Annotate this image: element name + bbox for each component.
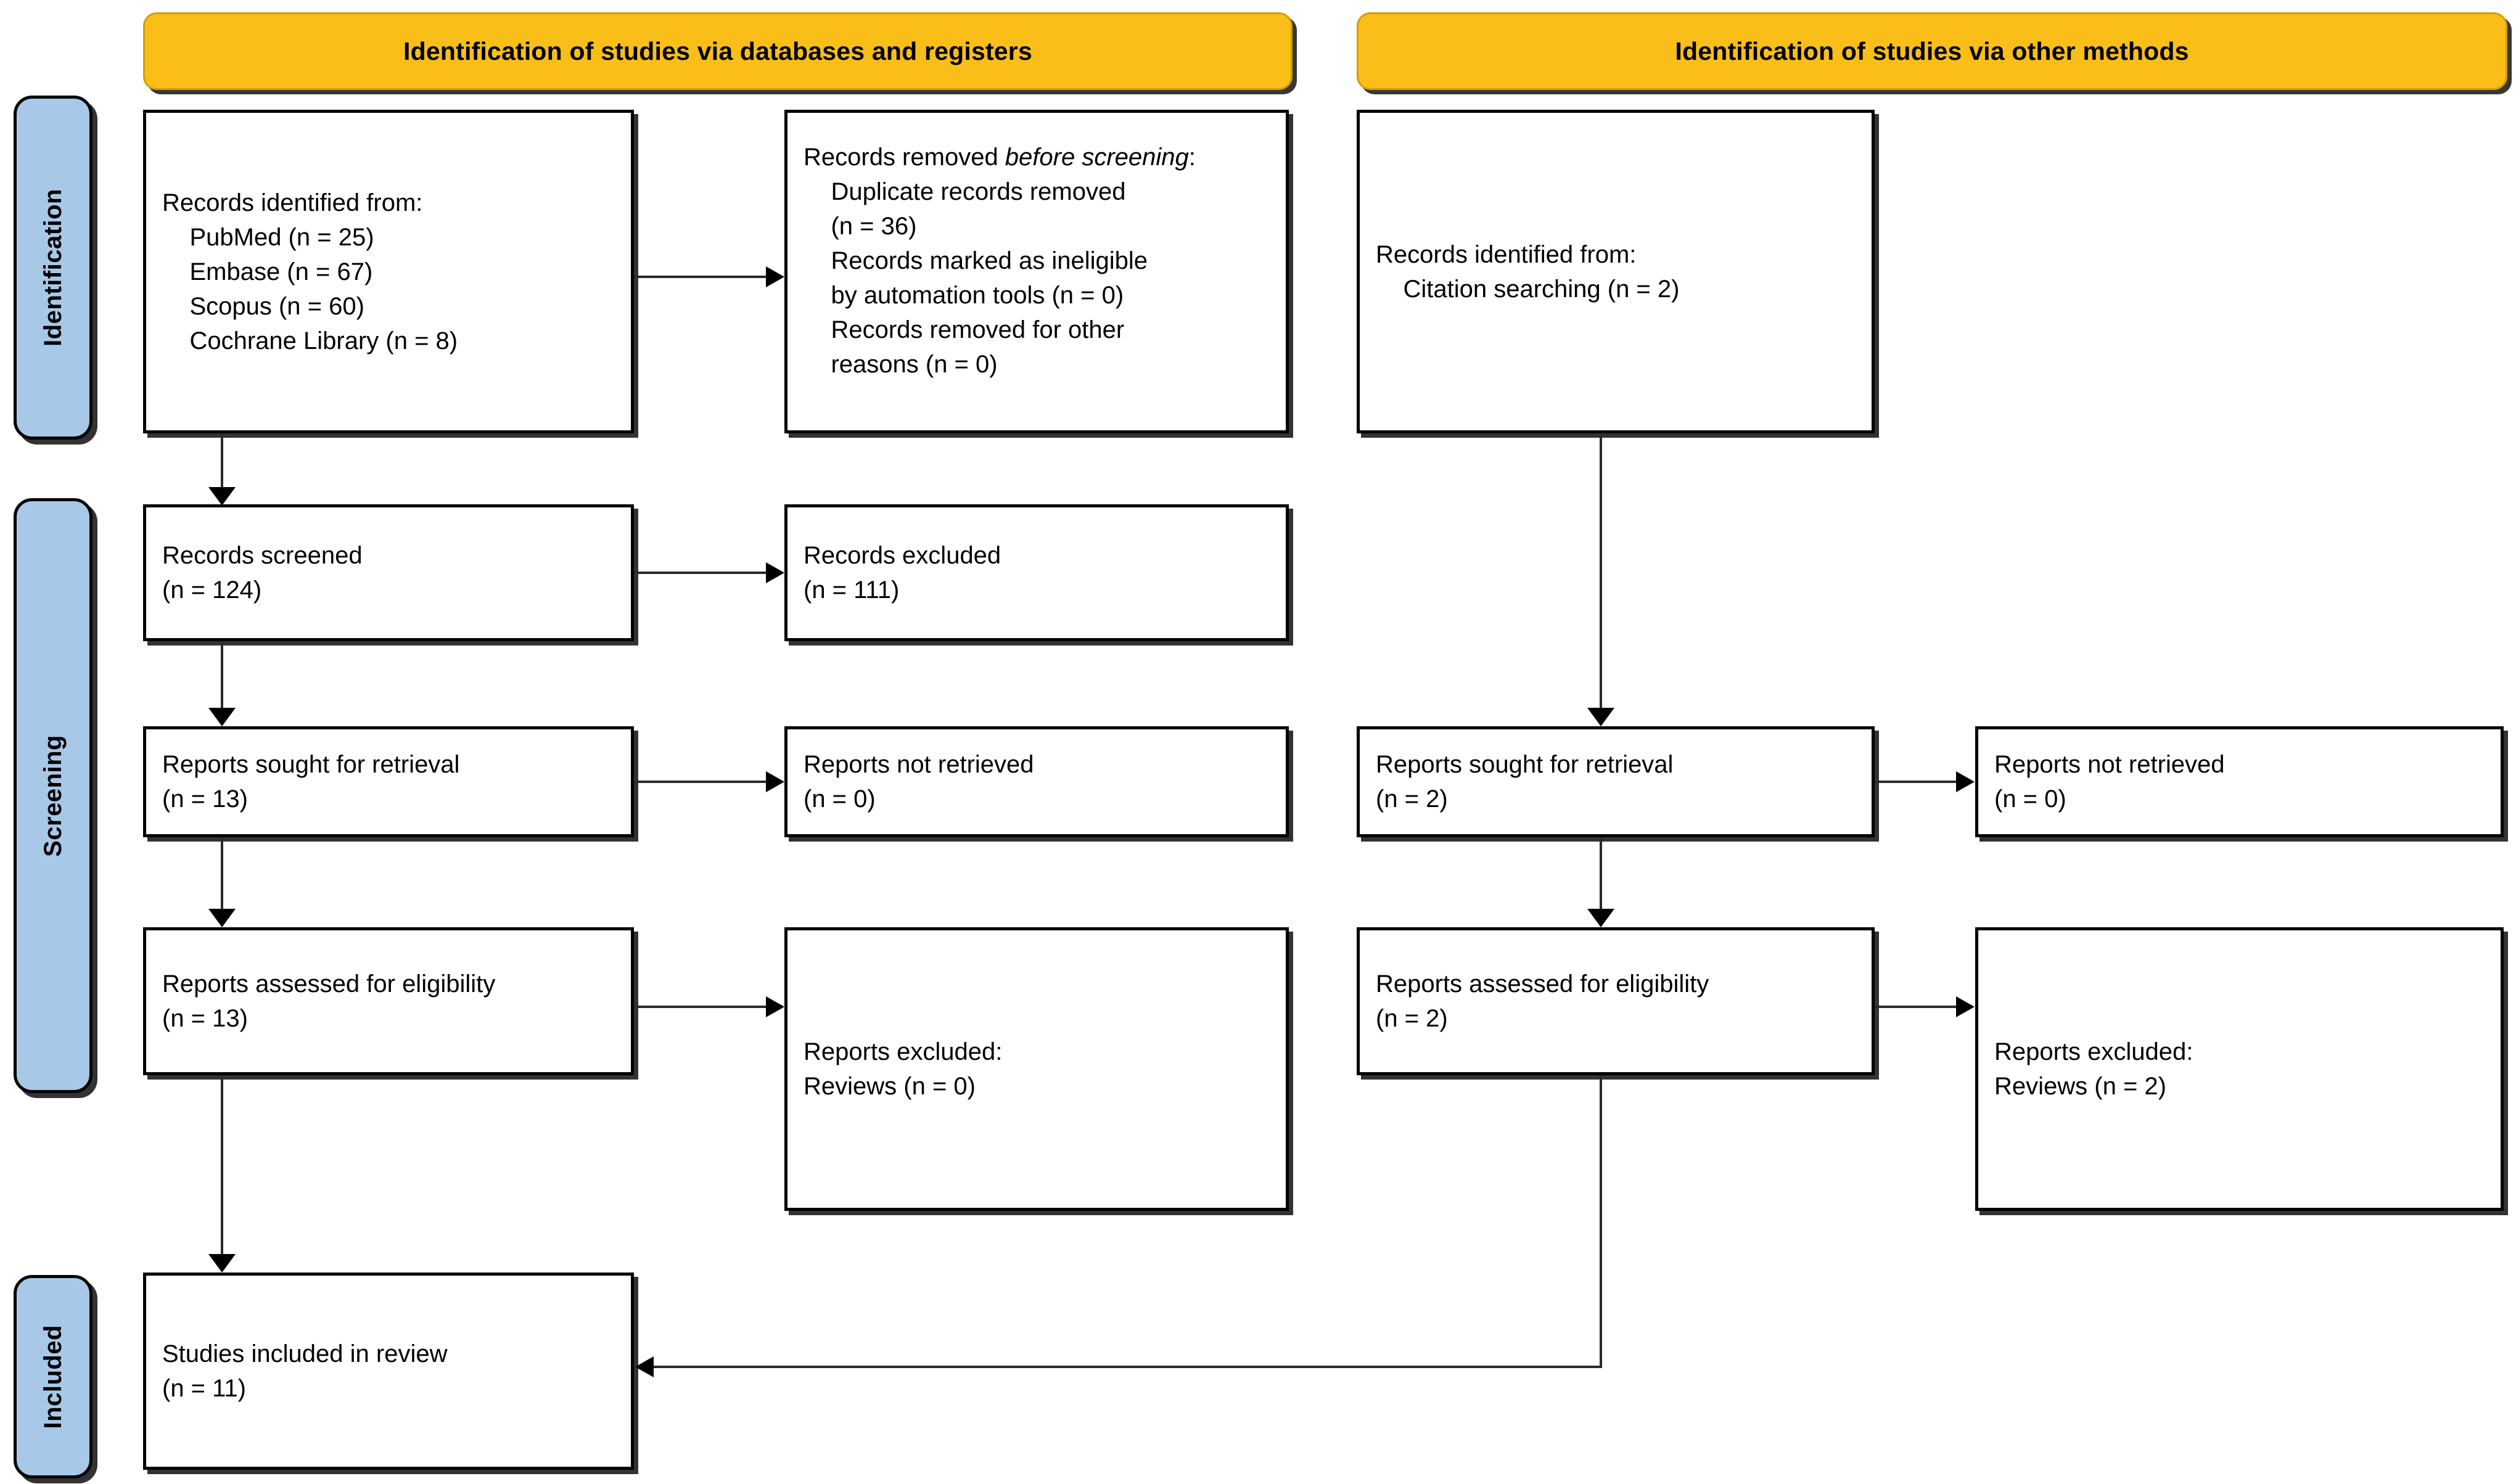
records-excluded-text: Records excluded (n = 111) xyxy=(804,542,1001,604)
box-reports-sought-databases: Reports sought for retrieval (n = 13) xyxy=(143,726,634,837)
connector-assessed-to-included xyxy=(221,1075,223,1266)
box-reports-sought-other-methods: Reports sought for retrieval (n = 2) xyxy=(1357,726,1875,837)
records-removed-heading-italic: before screening xyxy=(1005,144,1189,171)
stage-bar-identification: Identification xyxy=(14,96,92,440)
box-reports-assessed-databases: Reports assessed for eligibility (n = 13… xyxy=(143,927,634,1075)
arrowhead-sought-to-not-retrieved-databases xyxy=(766,771,784,792)
box-reports-excluded-databases: Reports excluded: Reviews (n = 0) xyxy=(784,927,1289,1211)
connector-sought-to-assessed-other xyxy=(1600,837,1602,922)
arrowhead-sought-to-not-retrieved-other xyxy=(1956,771,1975,792)
connector-sought-to-not-retrieved-databases xyxy=(634,781,767,783)
box-records-screened: Records screened (n = 124) xyxy=(143,504,634,641)
stage-label-included: Included xyxy=(39,1324,67,1429)
connector-assessed-to-excluded-databases xyxy=(634,1006,767,1008)
box-reports-not-retrieved-databases: Reports not retrieved (n = 0) xyxy=(784,726,1289,837)
banner-databases-and-registers: Identification of studies via databases … xyxy=(143,12,1293,90)
arrowhead-screened-to-sought xyxy=(208,708,236,726)
reports-excluded-databases-text: Reports excluded: Reviews (n = 0) xyxy=(804,1038,1003,1100)
stage-label-identification: Identification xyxy=(39,189,67,346)
records-removed-heading-colon: : xyxy=(1188,144,1196,171)
arrowhead-sought-to-assessed-other xyxy=(1587,909,1614,927)
arrowhead-sought-to-assessed-databases xyxy=(208,909,236,927)
banner-other-methods: Identification of studies via other meth… xyxy=(1357,12,2507,90)
records-removed-heading: Records removed before screening: xyxy=(804,140,1270,174)
connector-citation-to-sought-other xyxy=(1600,433,1602,717)
reports-sought-other-methods-text: Reports sought for retrieval (n = 2) xyxy=(1376,751,1674,813)
arrowhead-assessed-to-excluded-databases xyxy=(766,996,784,1017)
arrowhead-assessed-to-included xyxy=(208,1254,236,1273)
studies-included-text: Studies included in review (n = 11) xyxy=(162,1340,448,1402)
reports-not-retrieved-other-methods-text: Reports not retrieved (n = 0) xyxy=(1994,751,2225,813)
connector-screened-to-sought xyxy=(221,641,223,721)
box-records-identified-databases: Records identified from: PubMed (n = 25)… xyxy=(143,110,634,433)
box-reports-assessed-other-methods: Reports assessed for eligibility (n = 2) xyxy=(1357,927,1875,1075)
records-identified-databases-text: Records identified from: PubMed (n = 25)… xyxy=(162,189,458,355)
reports-excluded-other-methods-text: Reports excluded: Reviews (n = 2) xyxy=(1994,1038,2193,1100)
box-studies-included-in-review: Studies included in review (n = 11) xyxy=(143,1273,634,1470)
records-screened-text: Records screened (n = 124) xyxy=(162,542,363,604)
arrowhead-assessed-to-excluded-other xyxy=(1956,996,1975,1017)
connector-screened-to-excluded xyxy=(634,572,767,574)
records-identified-other-methods-text: Records identified from: Citation search… xyxy=(1376,240,1680,303)
records-removed-heading-plain: Records removed xyxy=(804,144,1005,171)
connector-sought-to-not-retrieved-other xyxy=(1875,781,1958,783)
box-records-excluded: Records excluded (n = 111) xyxy=(784,504,1289,641)
arrowhead-citation-to-sought-other xyxy=(1587,708,1614,726)
reports-sought-databases-text: Reports sought for retrieval (n = 13) xyxy=(162,751,460,813)
reports-assessed-other-methods-text: Reports assessed for eligibility (n = 2) xyxy=(1376,970,1709,1032)
stage-bar-included: Included xyxy=(14,1275,92,1478)
arrowhead-other-to-included xyxy=(635,1356,654,1377)
connector-identified-to-screened xyxy=(221,433,223,500)
records-removed-body: Duplicate records removed (n = 36) Recor… xyxy=(831,178,1148,378)
arrowhead-identified-to-removed xyxy=(766,266,784,287)
box-records-identified-other-methods: Records identified from: Citation search… xyxy=(1357,110,1875,433)
connector-other-to-included-vertical xyxy=(1600,1075,1602,1368)
connector-other-to-included-horizontal xyxy=(654,1366,1602,1368)
arrowhead-identified-to-screened xyxy=(208,487,236,506)
box-reports-excluded-other-methods: Reports excluded: Reviews (n = 2) xyxy=(1975,927,2504,1211)
banner-databases-label: Identification of studies via databases … xyxy=(403,36,1032,65)
box-records-removed-before-screening: Records removed before screening: Duplic… xyxy=(784,110,1289,433)
reports-assessed-databases-text: Reports assessed for eligibility (n = 13… xyxy=(162,970,496,1032)
banner-other-methods-label: Identification of studies via other meth… xyxy=(1675,36,2189,65)
connector-assessed-to-excluded-other xyxy=(1875,1006,1958,1008)
stage-bar-screening: Screening xyxy=(14,498,92,1093)
connector-sought-to-assessed-databases xyxy=(221,837,223,922)
reports-not-retrieved-databases-text: Reports not retrieved (n = 0) xyxy=(804,751,1034,813)
stage-label-screening: Screening xyxy=(39,734,67,857)
connector-identified-to-removed xyxy=(634,276,767,278)
box-reports-not-retrieved-other-methods: Reports not retrieved (n = 0) xyxy=(1975,726,2504,837)
arrowhead-screened-to-excluded xyxy=(766,562,784,583)
